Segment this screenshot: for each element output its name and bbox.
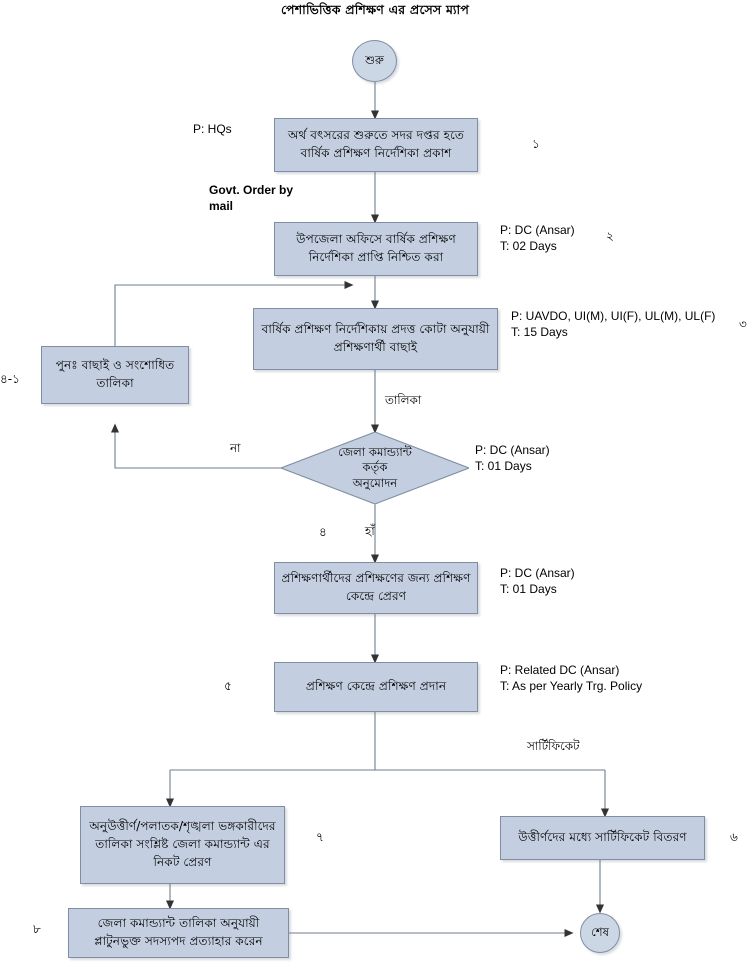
node-rework-label: পুনঃ বাছাই ও সংশোধিত তালিকা [55, 358, 175, 390]
annotation-step2-pt: P: DC (Ansar) T: 02 Days [500, 223, 575, 254]
end-terminator[interactable]: শেষ [580, 913, 620, 953]
node-step2[interactable]: উপজেলা অফিসে বার্ষিক প্রশিক্ষণ নির্দেশিক… [274, 222, 478, 276]
node-step6-label: প্রশিক্ষণ কেন্দ্রে প্রশিক্ষণ প্রদান [305, 679, 447, 694]
node-step9-label: জেলা কমান্ড্যান্ট তালিকা অনুযায়ী প্লাটু… [94, 916, 263, 948]
step-number-7: ৭ [316, 830, 324, 844]
start-label: শুরু [365, 52, 384, 67]
decision-label-line2: কর্তৃক [362, 460, 388, 475]
edge-label-talika: তালিকা [385, 393, 422, 407]
node-step2-label: উপজেলা অফিসে বার্ষিক প্রশিক্ষণ নির্দেশিক… [296, 232, 456, 264]
end-label: শেষ [591, 924, 609, 939]
annotation-step6-pt: P: Related DC (Ansar) T: As per Yearly T… [500, 663, 643, 694]
node-step8-label: উত্তীর্ণদের মধ্যে সার্টিফিকেট বিতরণ [518, 830, 687, 845]
step-number-4: ৪ [319, 525, 327, 539]
start-terminator[interactable]: শুরু [352, 40, 397, 82]
node-step3[interactable]: বার্ষিক প্রশিক্ষণ নির্দেশিকায় প্রদত্ত ক… [253, 308, 498, 370]
node-step3-label: বার্ষিক প্রশিক্ষণ নির্দেশিকায় প্রদত্ত ক… [261, 322, 490, 354]
node-step8[interactable]: উত্তীর্ণদের মধ্যে সার্টিফিকেট বিতরণ [500, 816, 705, 860]
annotation-step5-pt: P: DC (Ansar) T: 01 Days [500, 566, 575, 597]
node-step1-label: অর্থ বৎসরের শুরুতে সদর দপ্তর হতে বার্ষিক… [287, 128, 465, 160]
annotation-govt-order: Govt. Order by mail [209, 183, 294, 214]
node-step7-label: অনুউত্তীর্ণ/পলাতক/শৃঙ্খলা ভঙ্গকারীদের তা… [89, 819, 276, 869]
decision-label-line3: অনুমোদন [352, 475, 398, 490]
step-number-5: ৫ [224, 679, 232, 693]
node-decision[interactable]: জেলা কমান্ড্যান্ট কর্তৃক অনুমোদন [281, 432, 469, 504]
decision-label-group: জেলা কমান্ড্যান্ট কর্তৃক অনুমোদন [281, 432, 469, 504]
step-number-3: ৩ [739, 317, 747, 331]
page-title: পেশাভিত্তিক প্রশিক্ষণ এর প্রসেস ম্যাপ [280, 2, 470, 17]
edge-label-certificate: সার্টিফিকেট [527, 739, 580, 753]
node-step1[interactable]: অর্থ বৎসরের শুরুতে সদর দপ্তর হতে বার্ষিক… [274, 118, 478, 172]
step-number-1: ১ [532, 137, 540, 151]
node-step7[interactable]: অনুউত্তীর্ণ/পলাতক/শৃঙ্খলা ভঙ্গকারীদের তা… [80, 806, 285, 884]
annotation-step3-pt: P: UAVDO, UI(M), UI(F), UL(M), UL(F) T: … [511, 309, 716, 340]
node-step5-label: প্রশিক্ষণার্থীদের প্রশিক্ষণের জন্য প্রশি… [281, 571, 471, 603]
decision-label-line1: জেলা কমান্ড্যান্ট [338, 444, 412, 459]
edge-label-ha: হাঁ [365, 524, 375, 538]
node-rework[interactable]: পুনঃ বাছাই ও সংশোধিত তালিকা [41, 346, 189, 404]
node-step6[interactable]: প্রশিক্ষণ কেন্দ্রে প্রশিক্ষণ প্রদান [274, 662, 478, 712]
step-number-2: ২ [606, 229, 614, 243]
edge-label-na: না [230, 441, 241, 455]
annotation-p-hqs: P: HQs [193, 122, 232, 136]
node-step9[interactable]: জেলা কমান্ড্যান্ট তালিকা অনুযায়ী প্লাটু… [68, 908, 289, 958]
annotation-decision-pt: P: DC (Ansar) T: 01 Days [475, 443, 550, 474]
edge-decision-no-to-rework [111, 423, 281, 469]
step-number-8: ৮ [33, 922, 41, 936]
step-number-6: ৬ [730, 830, 738, 844]
node-step5[interactable]: প্রশিক্ষণার্থীদের প্রশিক্ষণের জন্য প্রশি… [274, 562, 478, 614]
step-number-4-1: ৪-১ [0, 372, 20, 386]
decision-diamond-shape [281, 432, 469, 504]
